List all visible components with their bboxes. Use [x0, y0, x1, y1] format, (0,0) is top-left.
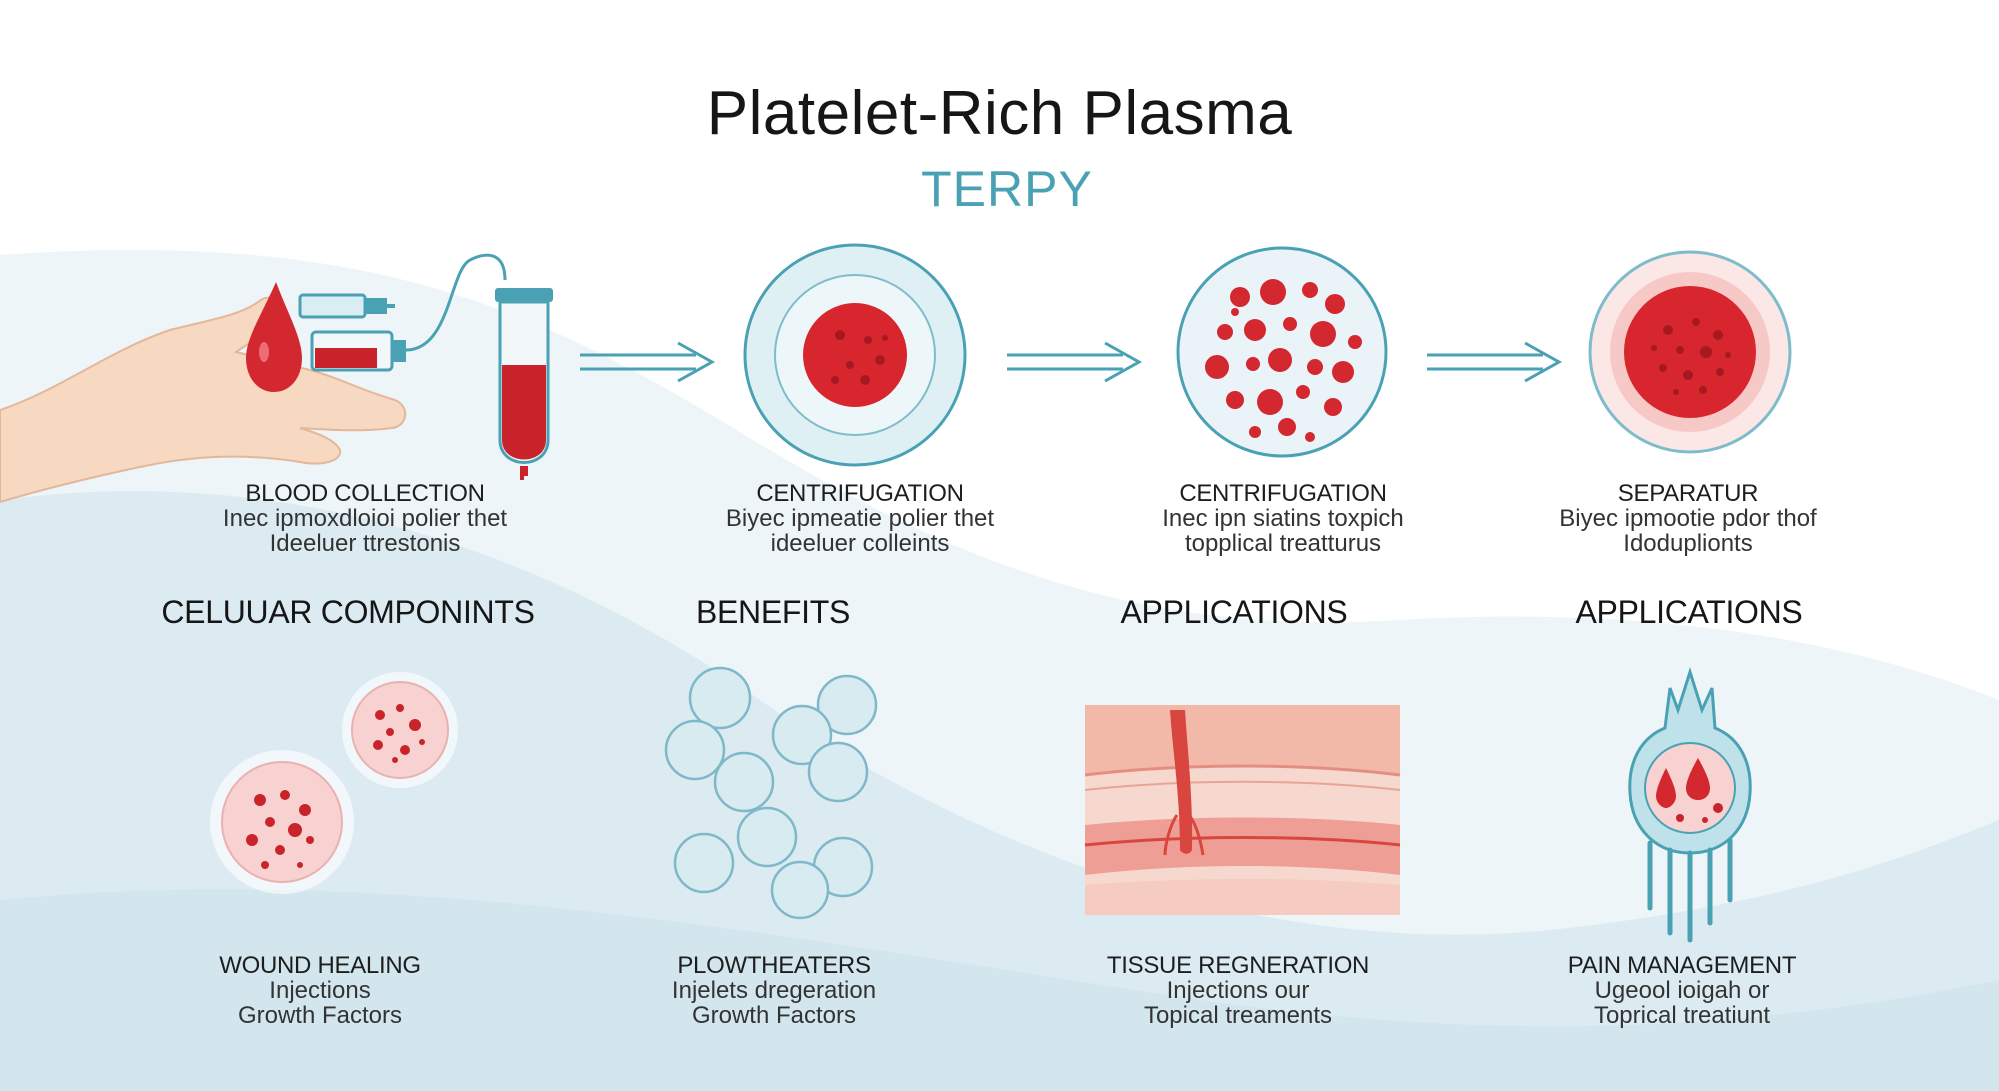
- section-heading-applications-2: APPLICATIONS: [1575, 594, 1803, 630]
- centrifugation-cells-illustration: [1176, 246, 1388, 458]
- step-title: BLOOD COLLECTION: [245, 480, 485, 507]
- section-heading-applications: APPLICATIONS: [1120, 594, 1348, 630]
- step-line2: ideeluer colleints: [770, 530, 950, 557]
- separation-illustration: [1588, 250, 1792, 454]
- pain-management-illustration: [1628, 667, 1752, 943]
- application-title: TISSUE REGNERATION: [1106, 952, 1370, 979]
- application-line2: Toprical treatiunt: [1593, 1002, 1771, 1029]
- section-heading-benefits: BENEFITS: [695, 594, 851, 630]
- centrifugation-cell-illustration: [743, 243, 967, 467]
- application-line2: Growth Factors: [237, 1002, 403, 1029]
- step-title: CENTRIFUGATION: [1179, 480, 1387, 507]
- application-line2: Topical treaments: [1143, 1002, 1333, 1029]
- application-label-plowtheaters: PLOWTHEATERS Injelets dregeration Growth…: [554, 953, 994, 1028]
- tissue-regeneration-illustration: [1084, 705, 1401, 915]
- page-title: Platelet-Rich Plasma: [706, 79, 1293, 148]
- application-title: PLOWTHEATERS: [677, 952, 871, 979]
- application-label-pain-management: PAIN MANAGEMENT Ugeool ioigah or Toprica…: [1462, 953, 1902, 1028]
- step-line2: topplical treatturus: [1184, 530, 1382, 557]
- step-line2: Idoduplionts: [1623, 530, 1753, 557]
- step-label-centrifugation: CENTRIFUGATION Biyec ipmeatie polier the…: [640, 481, 1080, 556]
- application-line1: Injections our: [1166, 977, 1310, 1004]
- step-line1: Biyec ipmeatie polier thet: [725, 505, 995, 532]
- step-title: SEPARATUR: [1617, 480, 1759, 507]
- application-title: WOUND HEALING: [219, 952, 421, 979]
- blood-collection-illustration: [0, 253, 553, 504]
- step-line2: Ideeluer ttrestonis: [269, 530, 461, 557]
- application-title: PAIN MANAGEMENT: [1567, 952, 1797, 979]
- step-label-centrifugation-2: CENTRIFUGATION Inec ipn siatins toxpich …: [1063, 481, 1503, 556]
- section-heading-cellular-components: CELUUAR COMPONINTS: [161, 594, 535, 630]
- step-line1: Inec ipmoxdloioi polier thet: [222, 505, 508, 532]
- step-title: CENTRIFUGATION: [756, 480, 964, 507]
- application-line1: Ugeool ioigah or: [1594, 977, 1770, 1004]
- step-label-blood-collection: BLOOD COLLECTION Inec ipmoxdloioi polier…: [145, 481, 585, 556]
- application-label-tissue-regeneration: TISSUE REGNERATION Injections our Topica…: [1018, 953, 1458, 1028]
- arrow-icon: [580, 341, 716, 383]
- step-line1: Inec ipn siatins toxpich: [1162, 505, 1404, 532]
- arrow-icon: [1007, 341, 1143, 383]
- application-label-wound-healing: WOUND HEALING Injections Growth Factors: [100, 953, 540, 1028]
- step-line1: Biyec ipmootie pdor thof: [1559, 505, 1817, 532]
- step-label-separation: SEPARATUR Biyec ipmootie pdor thof Idodu…: [1468, 481, 1908, 556]
- application-line1: Injections: [269, 977, 371, 1004]
- growth-factor-bubbles-illustration: [664, 666, 878, 920]
- application-line2: Growth Factors: [691, 1002, 857, 1029]
- platelets-illustration: [210, 672, 458, 894]
- application-line1: Injelets dregeration: [671, 977, 877, 1004]
- arrow-icon: [1427, 341, 1563, 383]
- page-subtitle: TERPY: [921, 161, 1093, 217]
